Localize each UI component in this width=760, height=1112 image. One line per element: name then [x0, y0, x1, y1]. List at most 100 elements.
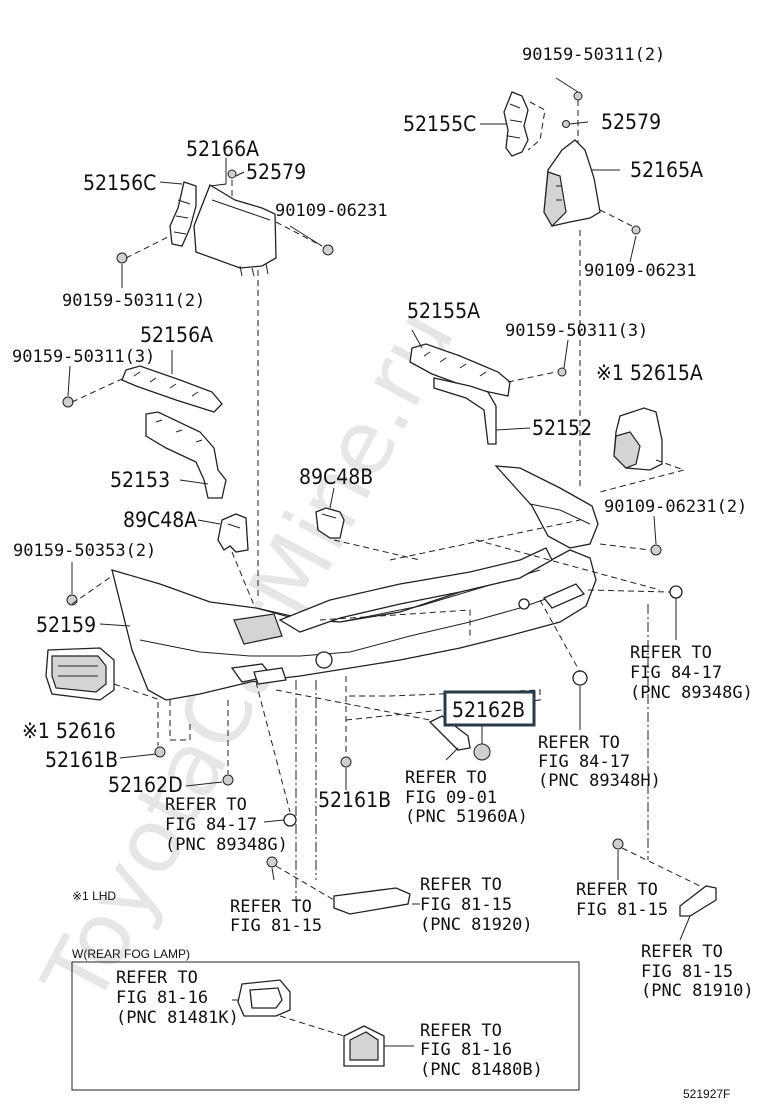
- clip-icon: [154, 746, 166, 758]
- label-52616: ※1 52616: [22, 719, 116, 743]
- svg-text:(PNC 51960A): (PNC 51960A): [405, 807, 528, 827]
- bolt-icon: [573, 91, 583, 101]
- refer-r9: REFER TO FIG 81-16 (PNC 81481K): [116, 968, 239, 1028]
- label-52161b-left: 52161B: [45, 748, 118, 772]
- molding-52162b: [428, 715, 491, 761]
- highlight-box-52162b: [443, 690, 536, 727]
- label-52152: 52152: [532, 416, 592, 440]
- label-52156a: 52156A: [140, 323, 213, 347]
- label-52579-left: 52579: [246, 160, 306, 184]
- label-90159-50311-3-right: 90159-50311(3): [505, 321, 648, 341]
- svg-text:(PNC 89348H): (PNC 89348H): [538, 771, 661, 791]
- label-52155a: 52155A: [407, 299, 480, 323]
- clip-icon: [340, 756, 352, 768]
- bolt-icon: [62, 396, 74, 408]
- bracket-52155c: [503, 91, 529, 157]
- label-90109-06231-2: 90109-06231(2): [604, 497, 747, 517]
- refer-r10: REFER TO FIG 81-16 (PNC 81480B): [420, 1021, 543, 1080]
- label-90109-06231-right: 90109-06231: [584, 261, 697, 281]
- clip-icon: [222, 774, 234, 786]
- label-52166a: 52166A: [186, 137, 259, 161]
- bolt-icon: [650, 544, 662, 556]
- label-52579-right: 52579: [601, 110, 661, 134]
- svg-text:(PNC 81920): (PNC 81920): [420, 915, 533, 935]
- bracket-52156c: [169, 181, 197, 247]
- label-90159-50311-2-top: 90159-50311(2): [522, 45, 665, 65]
- svg-text:FIG 84-17: FIG 84-17: [165, 815, 257, 835]
- refer-r8: REFER TO FIG 81-15 (PNC 81910): [641, 942, 754, 1001]
- svg-text:REFER TO: REFER TO: [116, 968, 198, 988]
- lamp-52616: [45, 647, 115, 701]
- refer-r1: REFER TO FIG 84-17 (PNC 89348G): [630, 643, 753, 703]
- refer-r2: REFER TO FIG 84-17 (PNC 89348H): [538, 733, 661, 791]
- refer-r3: REFER TO FIG 09-01 (PNC 51960A): [405, 768, 528, 827]
- refer-r4: REFER TO FIG 84-17 (PNC 89348G): [165, 795, 288, 855]
- svg-text:FIG 81-15: FIG 81-15: [420, 895, 512, 915]
- label-52162b: 52162B: [452, 698, 525, 722]
- svg-text:FIG 81-15: FIG 81-15: [230, 916, 322, 936]
- fog-lamp-bezel: [237, 979, 291, 1017]
- svg-text:(PNC 89348G): (PNC 89348G): [630, 683, 753, 703]
- svg-text:FIG 84-17: FIG 84-17: [630, 663, 722, 683]
- label-52165a: 52165A: [630, 158, 703, 182]
- svg-text:REFER TO: REFER TO: [405, 768, 487, 788]
- svg-text:(PNC 89348G): (PNC 89348G): [165, 835, 288, 855]
- sensor-icon: [283, 813, 297, 827]
- svg-text:REFER TO: REFER TO: [420, 1021, 502, 1041]
- figure-id: 521927F: [683, 1087, 730, 1101]
- note-rear-fog-lamp: W(REAR FOG LAMP): [72, 947, 190, 961]
- label-52155c: 52155C: [403, 112, 476, 136]
- svg-text:(PNC 81910): (PNC 81910): [641, 981, 754, 1001]
- bolt-icon: [227, 169, 237, 179]
- svg-text:FIG 81-16: FIG 81-16: [420, 1040, 512, 1060]
- bolt-icon: [557, 367, 567, 377]
- svg-text:REFER TO: REFER TO: [165, 795, 247, 815]
- bracket-89c48a: [217, 513, 249, 553]
- svg-text:REFER TO: REFER TO: [576, 880, 658, 900]
- refer-r5: REFER TO FIG 81-15 (PNC 81920): [420, 875, 533, 935]
- label-52162d: 52162D: [108, 773, 183, 797]
- bolt-icon: [266, 856, 278, 868]
- label-89c48b: 89C48B: [299, 465, 373, 489]
- svg-text:REFER TO: REFER TO: [538, 733, 620, 753]
- plate-52152: [433, 377, 497, 445]
- bracket-89c48b: [315, 507, 345, 539]
- label-52156c: 52156C: [83, 171, 156, 195]
- lamp-52165a: [543, 139, 601, 227]
- bolt-icon: [631, 225, 641, 235]
- lamp-52615a: [613, 407, 663, 471]
- label-90159-50311-3-left: 90159-50311(3): [12, 347, 155, 367]
- label-90159-50311-2-left: 90159-50311(2): [62, 291, 205, 311]
- refer-r6: REFER TO FIG 81-15: [230, 897, 322, 936]
- bracket-52156a: [121, 365, 223, 413]
- retainer-icon: [669, 585, 683, 599]
- reflector-81910: [679, 885, 717, 917]
- rear-fog-lamp-box: [71, 961, 580, 1091]
- svg-text:FIG 09-01: FIG 09-01: [405, 788, 497, 808]
- bracket-52153: [145, 411, 227, 499]
- label-52153: 52153: [110, 468, 170, 492]
- svg-text:FIG 84-17: FIG 84-17: [538, 752, 630, 772]
- svg-text:REFER TO: REFER TO: [641, 942, 723, 962]
- svg-text:REFER TO: REFER TO: [630, 643, 712, 663]
- fog-lamp-80b: [343, 1025, 385, 1067]
- label-52161b-right: 52161B: [318, 788, 391, 812]
- bolt-icon: [612, 838, 624, 850]
- svg-text:(PNC 81480B): (PNC 81480B): [420, 1060, 543, 1080]
- svg-text:FIG 81-15: FIG 81-15: [576, 900, 668, 920]
- label-52615a: ※1 52615A: [596, 361, 703, 385]
- bracket-52155a: [409, 343, 511, 397]
- label-90109-06231-left: 90109-06231: [275, 201, 388, 221]
- refer-r7: REFER TO FIG 81-15: [576, 880, 668, 920]
- label-90159-50353-2: 90159-50353(2): [13, 541, 156, 561]
- clip-icon: [562, 120, 570, 128]
- label-52159: 52159: [36, 613, 96, 637]
- sensor-icon: [572, 670, 588, 686]
- svg-text:REFER TO: REFER TO: [420, 875, 502, 895]
- bolt-icon: [116, 252, 128, 264]
- svg-text:FIG 81-15: FIG 81-15: [641, 962, 733, 982]
- bolt-icon: [322, 244, 334, 256]
- label-89c48a: 89C48A: [123, 508, 197, 532]
- svg-text:(PNC 81481K): (PNC 81481K): [116, 1008, 239, 1028]
